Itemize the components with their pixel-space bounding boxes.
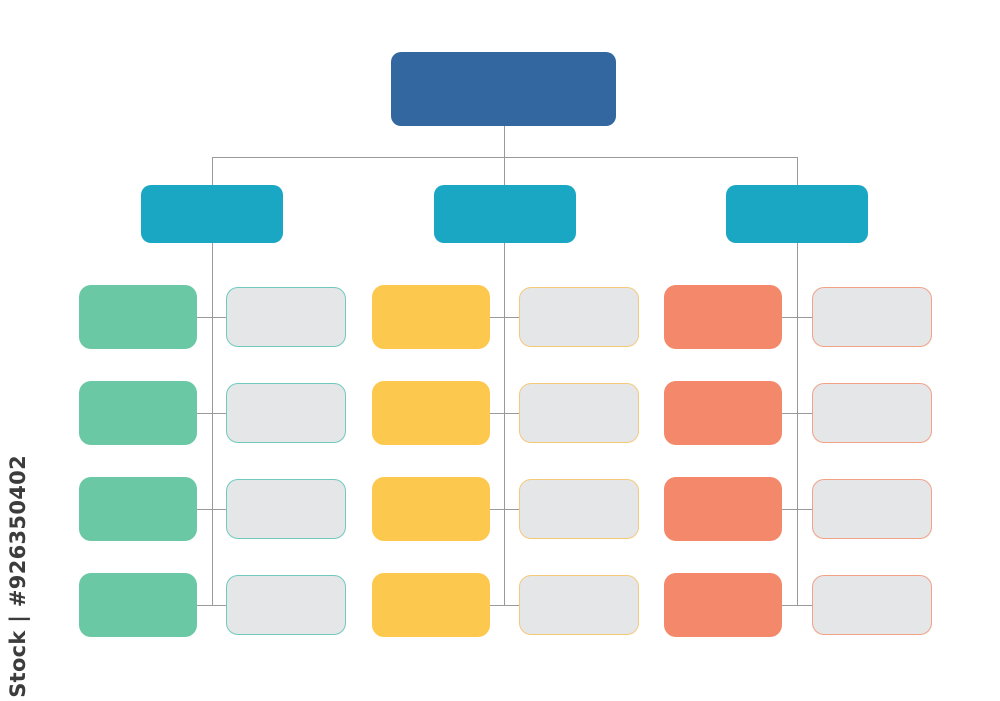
- outline-middle-node-3[interactable]: [519, 479, 639, 539]
- outline-right-node-1-label: [813, 288, 931, 346]
- connector-drop-right: [797, 157, 798, 185]
- level2-node-3-label: [726, 185, 868, 243]
- outline-right-node-4-label: [813, 576, 931, 634]
- branch-right-node-3[interactable]: [664, 477, 782, 541]
- branch-middle-node-3[interactable]: [372, 477, 490, 541]
- outline-right-node-4[interactable]: [812, 575, 932, 635]
- connector-root-stem: [504, 126, 505, 158]
- branch-left-row-2: [196, 413, 228, 414]
- branch-left-node-1[interactable]: [79, 285, 197, 349]
- branch-left-row-1: [196, 317, 228, 318]
- branch-middle-node-2[interactable]: [372, 381, 490, 445]
- outline-left-node-2[interactable]: [226, 383, 346, 443]
- level2-node-3[interactable]: [726, 185, 868, 243]
- outline-left-node-3[interactable]: [226, 479, 346, 539]
- branch-right-row-3: [781, 509, 813, 510]
- branch-right-node-1[interactable]: [664, 285, 782, 349]
- branch-right-node-4-label: [664, 573, 782, 637]
- outline-left-node-4-label: [227, 576, 345, 634]
- outline-left-node-3-label: [227, 480, 345, 538]
- outline-right-node-3-label: [813, 480, 931, 538]
- outline-right-node-1[interactable]: [812, 287, 932, 347]
- branch-middle-row-1: [488, 317, 520, 318]
- connector-drop-middle: [504, 157, 505, 185]
- branch-left-node-2[interactable]: [79, 381, 197, 445]
- branch-middle-node-4-label: [372, 573, 490, 637]
- outline-middle-node-1-label: [520, 288, 638, 346]
- connector-level2-bus: [212, 157, 798, 158]
- level2-node-2-label: [434, 185, 576, 243]
- branch-middle-row-4: [488, 605, 520, 606]
- branch-left-node-3[interactable]: [79, 477, 197, 541]
- branch-left-node-3-label: [79, 477, 197, 541]
- branch-middle-node-3-label: [372, 477, 490, 541]
- spine-middle: [504, 243, 505, 606]
- branch-middle-row-3: [488, 509, 520, 510]
- branch-middle-row-2: [488, 413, 520, 414]
- outline-middle-node-1[interactable]: [519, 287, 639, 347]
- spine-left: [212, 243, 213, 606]
- outline-right-node-2[interactable]: [812, 383, 932, 443]
- branch-left-row-3: [196, 509, 228, 510]
- level2-node-1[interactable]: [141, 185, 283, 243]
- branch-left-node-2-label: [79, 381, 197, 445]
- outline-left-node-4[interactable]: [226, 575, 346, 635]
- outline-middle-node-2-label: [520, 384, 638, 442]
- level2-node-2[interactable]: [434, 185, 576, 243]
- root-node[interactable]: [391, 52, 616, 126]
- level2-node-1-label: [141, 185, 283, 243]
- branch-right-node-4[interactable]: [664, 573, 782, 637]
- stock-watermark-text: Adobe Stock | #926350402: [6, 455, 30, 701]
- outline-middle-node-3-label: [520, 480, 638, 538]
- branch-middle-node-4[interactable]: [372, 573, 490, 637]
- root-node-label: [391, 52, 616, 126]
- branch-right-node-3-label: [664, 477, 782, 541]
- branch-right-row-4: [781, 605, 813, 606]
- branch-right-row-2: [781, 413, 813, 414]
- outline-middle-node-4-label: [520, 576, 638, 634]
- branch-middle-node-1[interactable]: [372, 285, 490, 349]
- branch-left-node-4[interactable]: [79, 573, 197, 637]
- branch-left-node-4-label: [79, 573, 197, 637]
- outline-middle-node-4[interactable]: [519, 575, 639, 635]
- branch-right-node-2-label: [664, 381, 782, 445]
- connector-drop-left: [212, 157, 213, 185]
- spine-right: [797, 243, 798, 606]
- outline-left-node-1-label: [227, 288, 345, 346]
- branch-middle-node-2-label: [372, 381, 490, 445]
- branch-right-node-1-label: [664, 285, 782, 349]
- outline-left-node-2-label: [227, 384, 345, 442]
- branch-left-row-4: [196, 605, 228, 606]
- outline-right-node-2-label: [813, 384, 931, 442]
- branch-right-node-2[interactable]: [664, 381, 782, 445]
- branch-middle-node-1-label: [372, 285, 490, 349]
- branch-right-row-1: [781, 317, 813, 318]
- outline-middle-node-2[interactable]: [519, 383, 639, 443]
- branch-left-node-1-label: [79, 285, 197, 349]
- outline-left-node-1[interactable]: [226, 287, 346, 347]
- outline-right-node-3[interactable]: [812, 479, 932, 539]
